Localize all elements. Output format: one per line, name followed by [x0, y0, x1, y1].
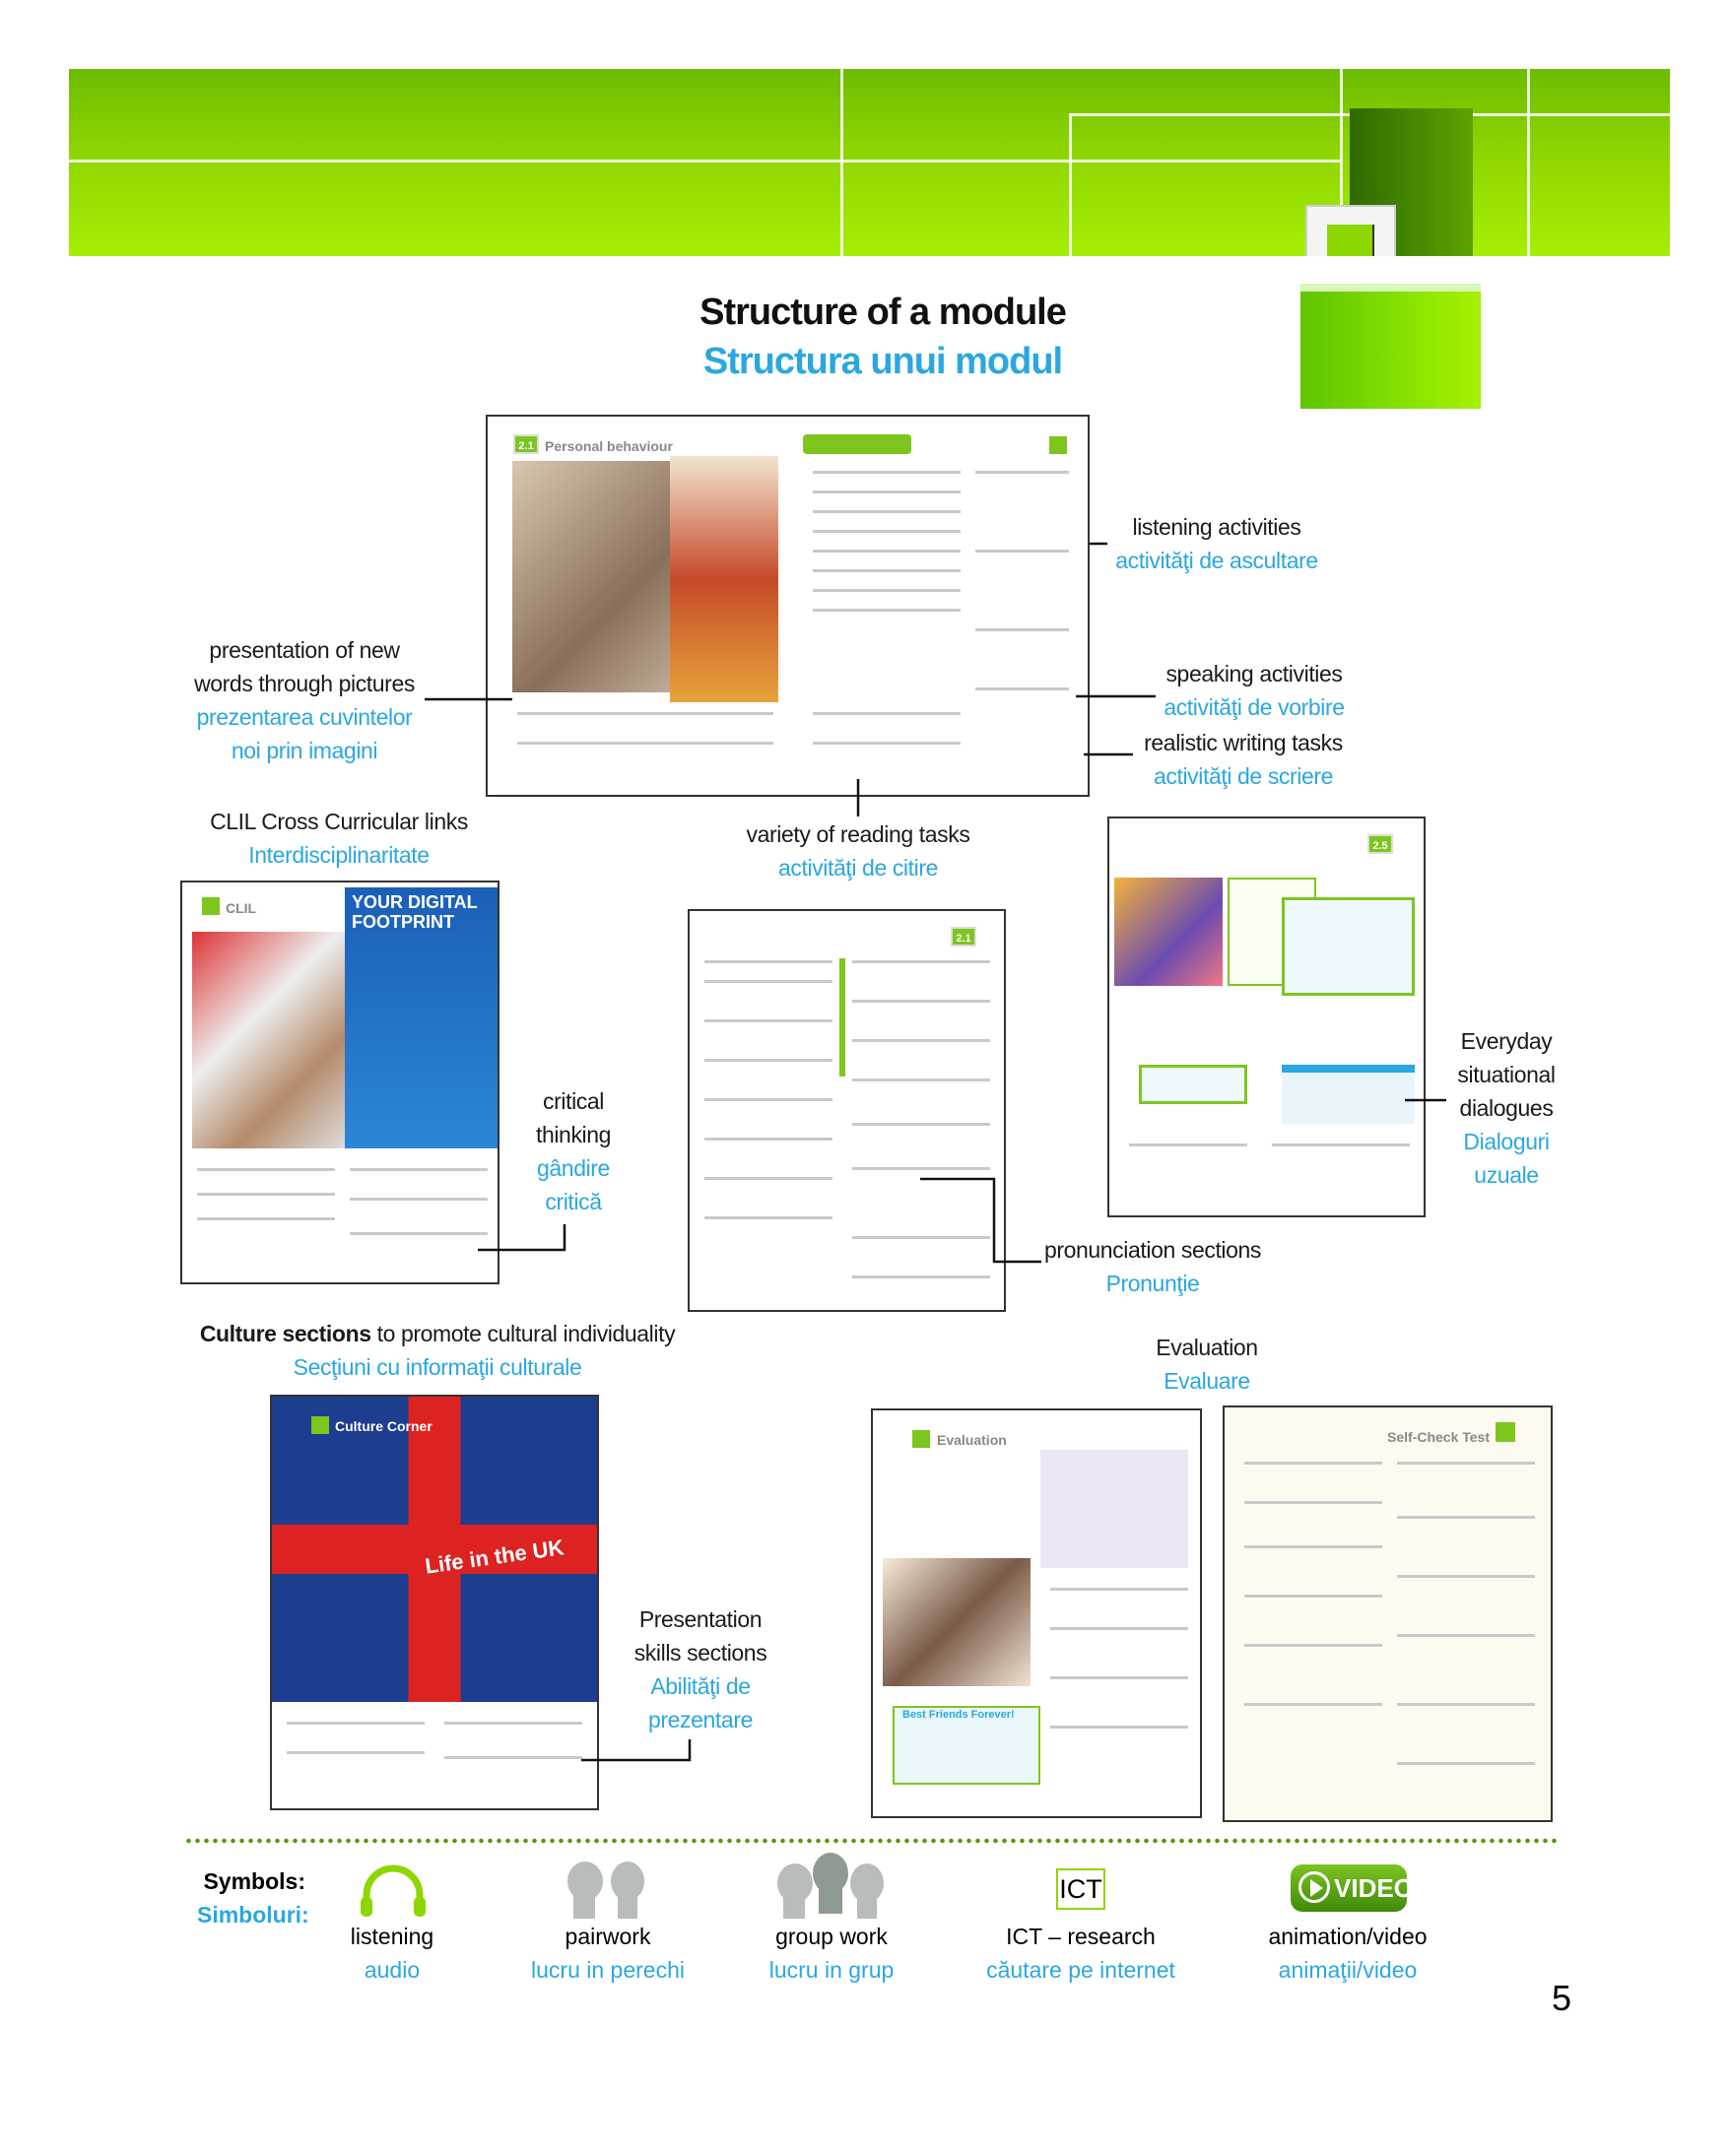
thumb-header: Self-Check Test: [1387, 1429, 1490, 1445]
thumb-header: CLIL: [226, 900, 257, 916]
page-title-ro: Structura unui modul: [702, 341, 1063, 382]
symbols-legend-title: Symbols:Simboluri:: [197, 1868, 309, 1927]
pairwork-icon: [559, 1860, 657, 1924]
thumbnail-culture: Culture Corner Life in the UK: [270, 1395, 599, 1810]
thumbnail-reading: 2.1: [688, 909, 1006, 1312]
thumbnail-dialogues: 2.5: [1107, 817, 1426, 1217]
thumb-box-title: Best Friends Forever!: [902, 1709, 1015, 1721]
thumbnail-self-check: Self-Check Test: [1223, 1405, 1553, 1822]
video-icon: VIDEO: [1291, 1864, 1414, 1912]
thumb-header: Culture Corner: [335, 1418, 432, 1434]
section-badge: 2.1: [951, 927, 976, 947]
headphones-icon: [357, 1863, 430, 1924]
thumbnail-evaluation: Evaluation Best Friends Forever!: [871, 1408, 1202, 1818]
section-badge: 2.5: [1367, 834, 1393, 854]
thumb-title: YOUR DIGITAL FOOTPRINT: [352, 892, 478, 932]
page-number: 5: [1552, 1978, 1572, 2018]
ict-icon: ICT: [1056, 1868, 1105, 1910]
page-title: Structure of a module: [699, 292, 1067, 333]
thumb-header: Evaluation: [937, 1432, 1007, 1448]
header-banner: [69, 69, 1670, 256]
thumbnail-vocabulary-spread: 2.1 Personal behaviour: [486, 415, 1090, 797]
callout-culture: Culture sections to promote cultural ind…: [199, 1321, 676, 1380]
dotted-divider: [184, 1838, 1557, 1844]
green-cube-decoration: [1300, 284, 1481, 409]
section-badge: 2.1: [513, 434, 539, 454]
thumb-header: Personal behaviour: [545, 438, 673, 454]
thumbnail-clil: CLIL YOUR DIGITAL FOOTPRINT: [180, 881, 499, 1284]
groupwork-icon: [773, 1852, 892, 1924]
